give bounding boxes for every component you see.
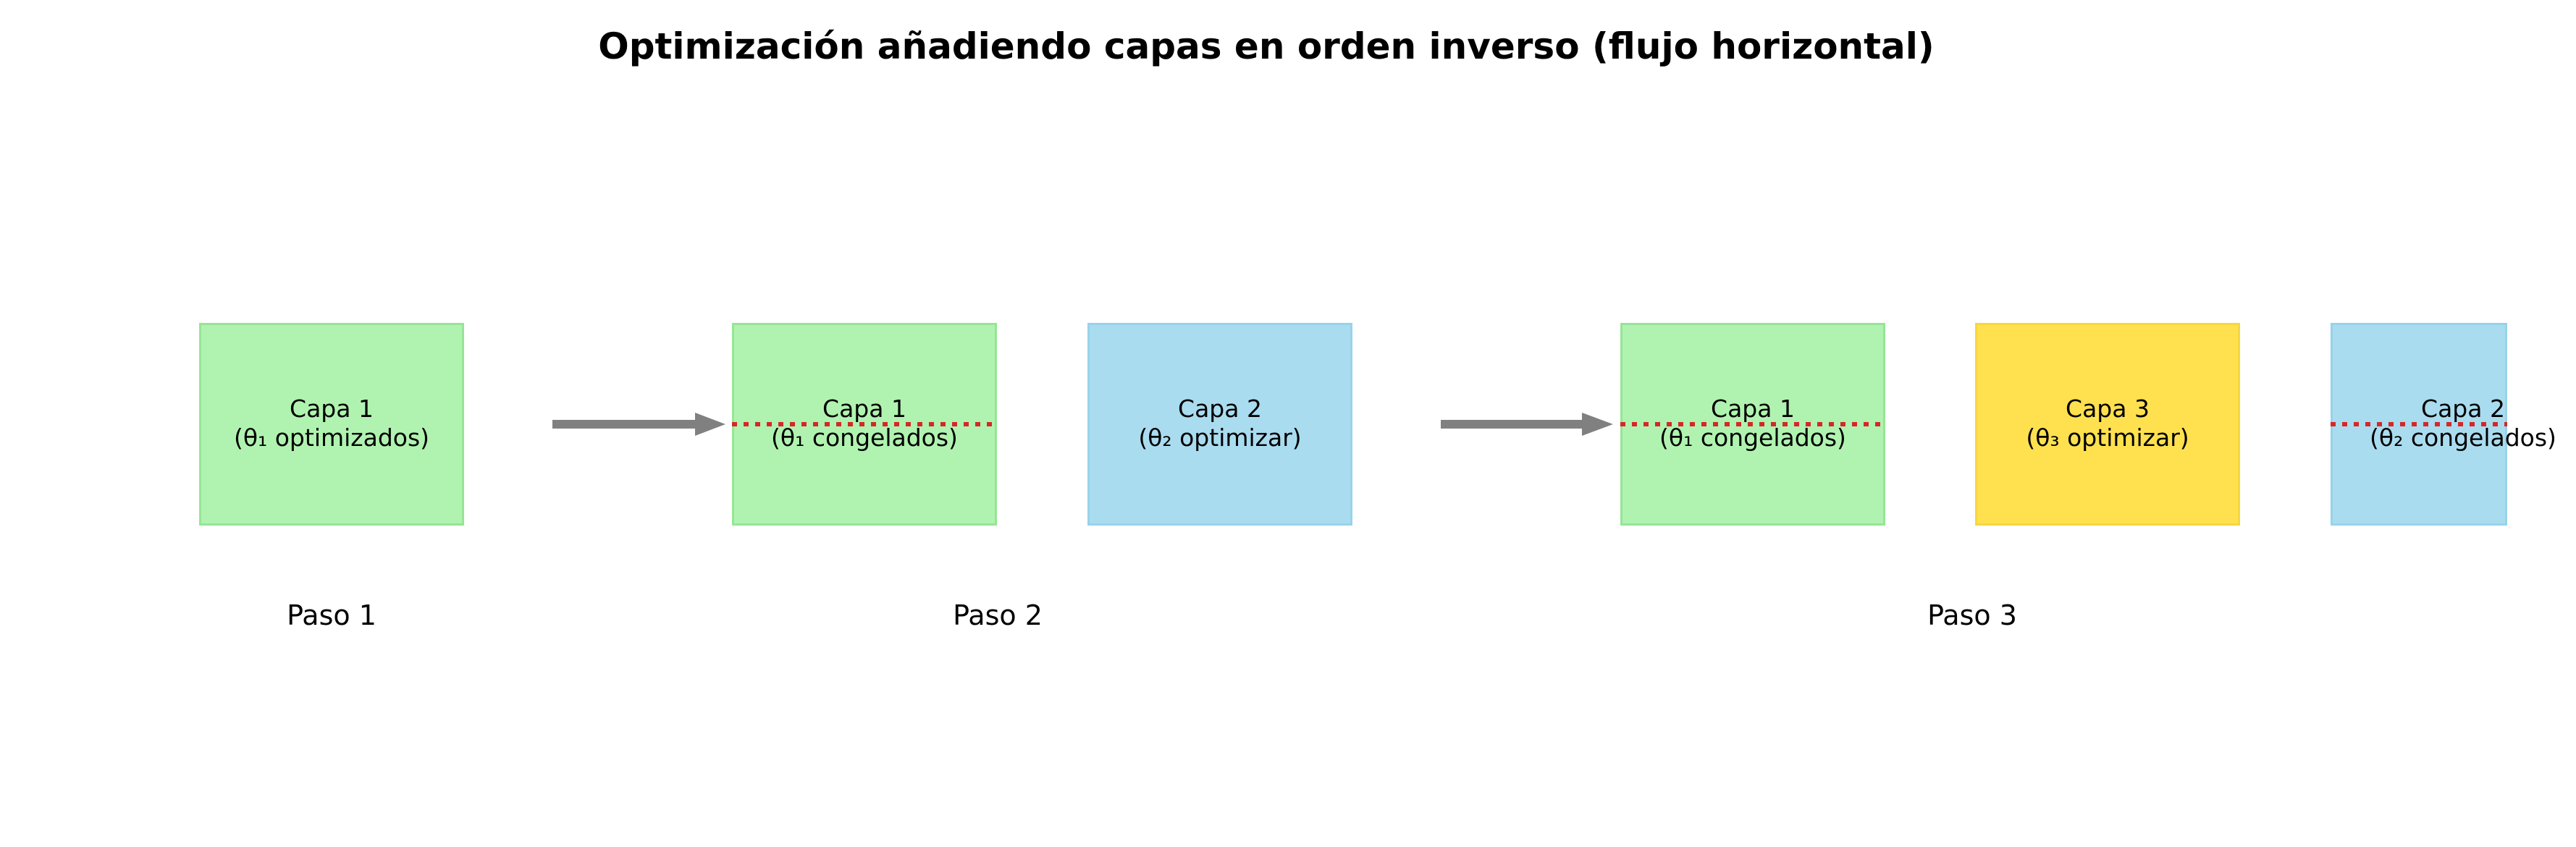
step1-layer1-block — [199, 323, 464, 526]
step3-layer2-name: Capa 2 — [2421, 395, 2505, 423]
step2-layer1-state: (θ₁ congelados) — [771, 424, 958, 452]
step2-layer2-label: Capa 2 (θ₂ optimizar) — [1039, 395, 1401, 452]
arrow-step1-to-step2 — [552, 413, 725, 436]
step3-layer1-label: Capa 1 (θ₁ congelados) — [1572, 395, 1934, 452]
step2-layer2-state: (θ₂ optimizar) — [1138, 424, 1302, 452]
step2-layer1-name: Capa 1 — [822, 395, 906, 423]
step3-label: Paso 3 — [1927, 599, 2017, 631]
step3-layer3-name: Capa 3 — [2066, 395, 2150, 423]
step2-layer1-label: Capa 1 (θ₁ congelados) — [683, 395, 1045, 452]
step3-layer3-label: Capa 3 (θ₃ optimizar) — [1927, 395, 2289, 452]
step3-layer2-state: (θ₂ congelados) — [2370, 424, 2556, 452]
step3-layer2-label: Capa 2 (θ₂ congelados) — [2282, 395, 2576, 452]
step3-layer3-block — [1975, 323, 2240, 526]
step2-label: Paso 2 — [953, 599, 1043, 631]
step2-layer2-block — [1087, 323, 1352, 526]
step2-layer2-name: Capa 2 — [1178, 395, 1262, 423]
step1-layer1-label: Capa 1 (θ₁ optimizados) — [151, 395, 513, 452]
step1-layer1-state: (θ₁ optimizados) — [233, 424, 430, 452]
step1-layer1-name: Capa 1 — [290, 395, 374, 423]
step3-layer1-name: Capa 1 — [1711, 395, 1795, 423]
arrow-step2-to-step3 — [1441, 413, 1613, 436]
step3-layer3-state: (θ₃ optimizar) — [2026, 424, 2189, 452]
step1-label: Paso 1 — [287, 599, 376, 631]
diagram-title: Optimización añadiendo capas en orden in… — [598, 25, 1935, 67]
step3-layer1-state: (θ₁ congelados) — [1659, 424, 1846, 452]
